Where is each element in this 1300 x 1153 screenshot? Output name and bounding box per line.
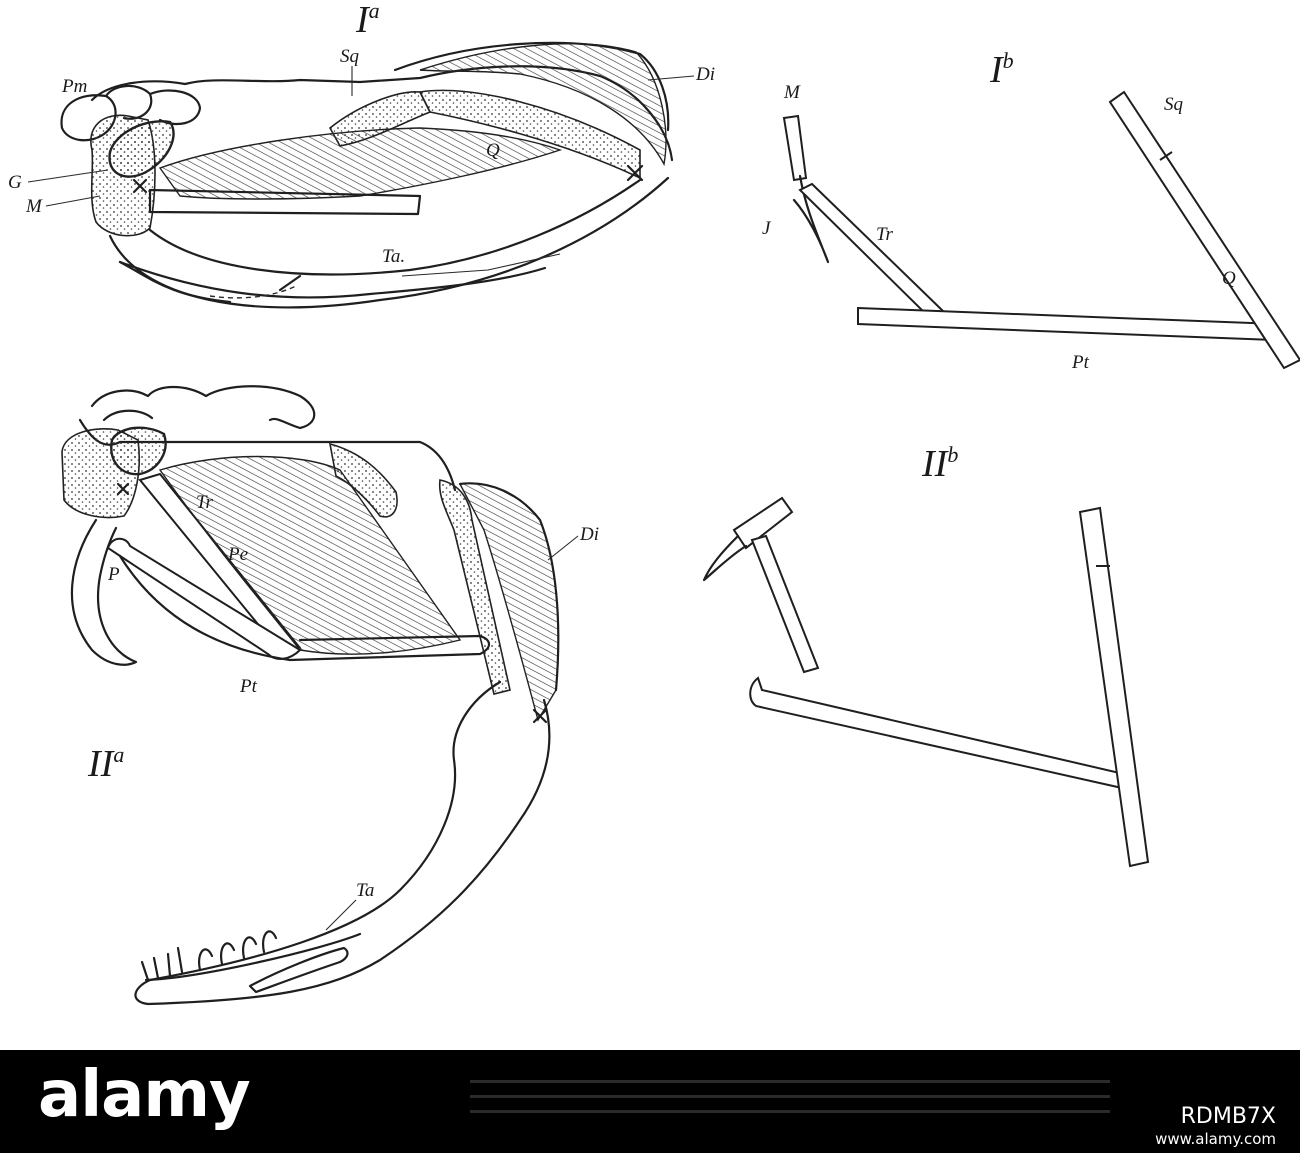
ia-label-ta: Ta. [382,246,405,267]
figure-IIb [702,496,1150,868]
figure-IIa [61,385,560,1006]
ia-tooth-path [209,285,297,299]
ib-label-m: M [783,82,801,103]
ib-transverse-bar [798,182,946,322]
ia-label-g: G [8,172,22,193]
ia-label-di: Di [695,64,715,85]
ia-dentary [118,260,547,299]
ib-pterygoid-bar [857,306,1278,342]
ia-leader-g [27,169,109,183]
figure-plate: Ia Pm G M Sq Di Q Ta. Ib M J Tr Sq Q Pt [8,0,1300,1006]
iia-label-p: P [107,564,120,585]
ia-gland [108,120,175,178]
ia-title: Ia [355,0,380,41]
ia-label-sq: Sq [340,46,360,67]
iia-supratemporal [328,442,398,518]
ia-label-m: M [25,196,43,217]
ib-label-j: J [762,218,772,239]
iia-mandible [134,680,551,1006]
ib-fang [792,174,830,264]
iia-dentary-slot [248,946,349,994]
figure-Ib [782,90,1300,370]
ia-digastric-muscle [419,43,667,167]
iia-fang [70,518,138,666]
footer-decorative-lines [470,1080,1110,1125]
ia-label-q: Q [486,140,500,161]
iia-label-di: Di [579,524,599,545]
iia-skull-roof [90,385,316,430]
jaw-mechanism-illustration: Ia Pm G M Sq Di Q Ta. Ib M J Tr Sq Q Pt [8,0,1300,1006]
ia-premaxilla [60,94,117,142]
ib-maxilla-bar [782,114,808,182]
ia-pterygoid-muscle [158,127,563,200]
iia-pterygoid-muscle [158,455,462,655]
iia-label-ta: Ta [356,880,374,901]
iia-pterygoid-bar [118,554,491,662]
iib-title: IIb [921,442,958,485]
watermark-footer: alamy RDMB7X www.alamy.com [0,1050,1300,1153]
iia-leader-di [547,535,579,561]
iia-pivot-mark-rear [532,708,548,724]
figure-Ia [60,41,674,309]
ia-pivot-mark-front [132,178,148,194]
ia-leader-di [647,75,695,81]
iib-pterygoid-bar [749,676,1126,790]
ia-leader-m [45,195,101,207]
alamy-logo: alamy [38,1058,251,1132]
iia-teeth [140,930,278,982]
ib-label-tr: Tr [876,224,894,245]
ib-joint-mark [1159,151,1173,161]
iia-label-pt: Pt [239,676,258,697]
iia-title: IIa [87,742,124,785]
ib-label-sq: Sq [1164,94,1184,115]
ia-quadrate [418,89,641,180]
ib-title: Ib [989,48,1014,91]
iib-quadrate-bar [1078,506,1150,868]
iia-pivot-mark-front [116,482,130,496]
iib-fang [702,534,748,582]
ia-ectopterygoid [148,188,422,216]
ia-label-pm: Pm [61,76,87,97]
stock-image-id: RDMB7X [1180,1104,1276,1129]
site-url: www.alamy.com [1155,1130,1276,1148]
iib-maxilla-block [732,496,794,550]
ia-ligament [401,253,561,277]
iia-label-tr: Tr [196,492,214,513]
iib-transverse-bar [750,534,820,674]
ib-quadrate-bar [1108,90,1300,370]
ia-pivot-mark-rear [626,164,644,182]
iia-quadrate [438,479,511,695]
iia-label-pe: Pe [227,544,248,565]
iia-ligament [325,899,357,931]
ib-label-pt: Pt [1071,352,1090,373]
iia-gland [110,426,167,476]
ib-label-q: Q [1222,268,1236,289]
iia-digastric-outline [458,482,560,692]
